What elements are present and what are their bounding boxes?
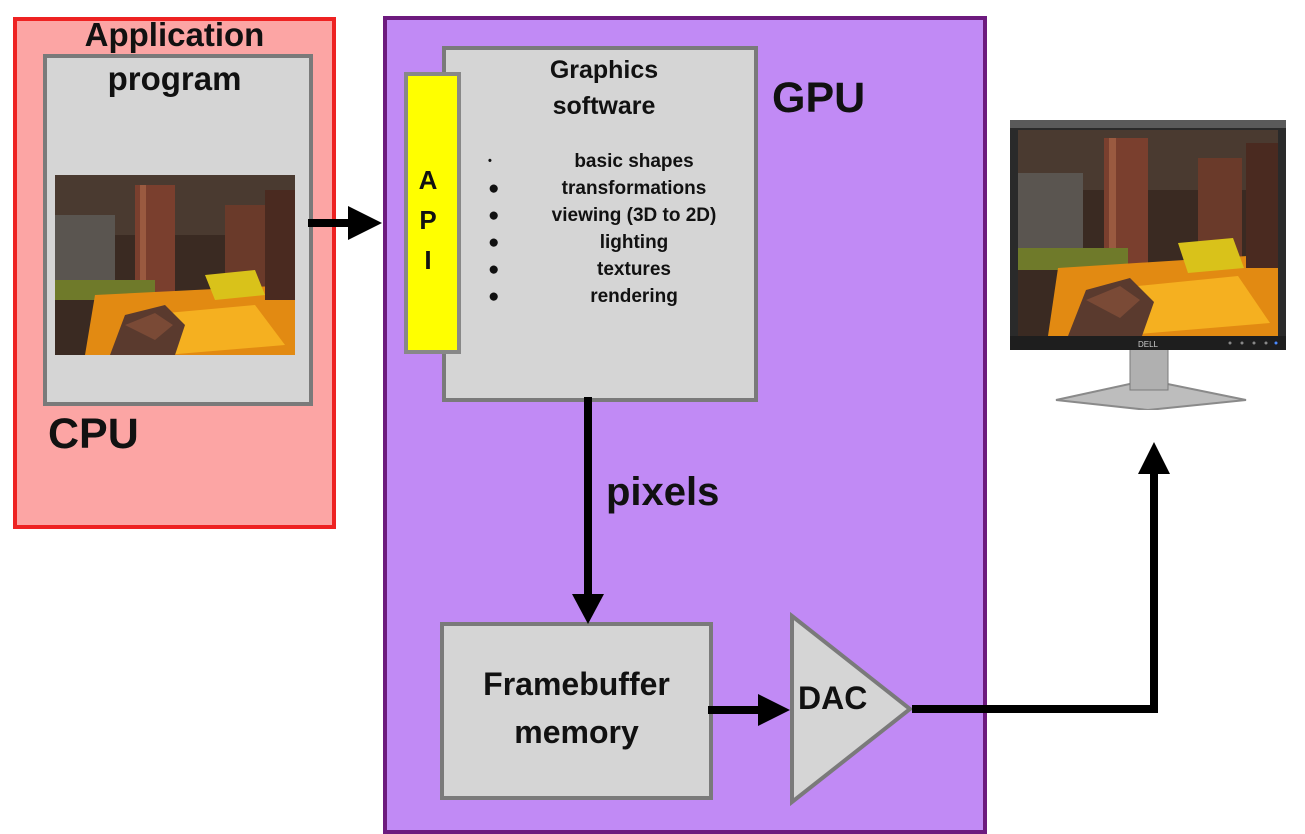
feature-item: ●textures [488, 259, 671, 280]
pixels-label: pixels [606, 470, 720, 514]
api-letter: A [418, 165, 438, 195]
app-title-line1: Application [84, 16, 265, 53]
feature-item: ●lighting [488, 232, 669, 253]
dac-to-monitor-arrowhead [1138, 442, 1170, 474]
monitor-icon: DELL [1010, 120, 1286, 410]
feature-item: ●rendering [488, 286, 678, 307]
api-letter: P [419, 205, 437, 235]
api-letter: I [424, 245, 432, 275]
feature-item: ●transformations [488, 178, 707, 199]
gpu-label: GPU [772, 74, 866, 122]
api-label: A P I [404, 160, 452, 280]
dac-triangle [790, 612, 914, 806]
dac-to-monitor-arrow [912, 470, 1158, 713]
game-screenshot-image [55, 175, 295, 355]
framebuffer-to-dac-arrowhead [758, 694, 790, 726]
feature-item: ●viewing (3D to 2D) [488, 205, 717, 226]
cpu-label: CPU [48, 410, 139, 458]
gfx-to-framebuffer-arrowhead [572, 594, 604, 624]
feature-item: •basic shapes [488, 151, 694, 172]
graphics-title-line2: software [552, 92, 656, 120]
framebuffer-line1: Framebuffer [483, 666, 670, 702]
graphics-software-panel [442, 46, 758, 402]
monitor-brand: DELL [1138, 340, 1159, 349]
application-program-title: Application program [13, 13, 336, 101]
framebuffer-memory-label: Framebuffer memory [444, 660, 709, 756]
graphics-title-line1: Graphics [549, 56, 659, 84]
api-bar [404, 72, 461, 354]
cpu-to-api-arrowhead [348, 206, 382, 240]
graphics-feature-list: •basic shapes ●transformations ●viewing … [480, 148, 750, 310]
dac-label: DAC [798, 680, 868, 716]
graphics-software-title: Graphics software [450, 52, 758, 124]
framebuffer-memory-box [440, 622, 713, 800]
framebuffer-line2: memory [514, 714, 639, 750]
app-title-line2: program [107, 60, 242, 97]
